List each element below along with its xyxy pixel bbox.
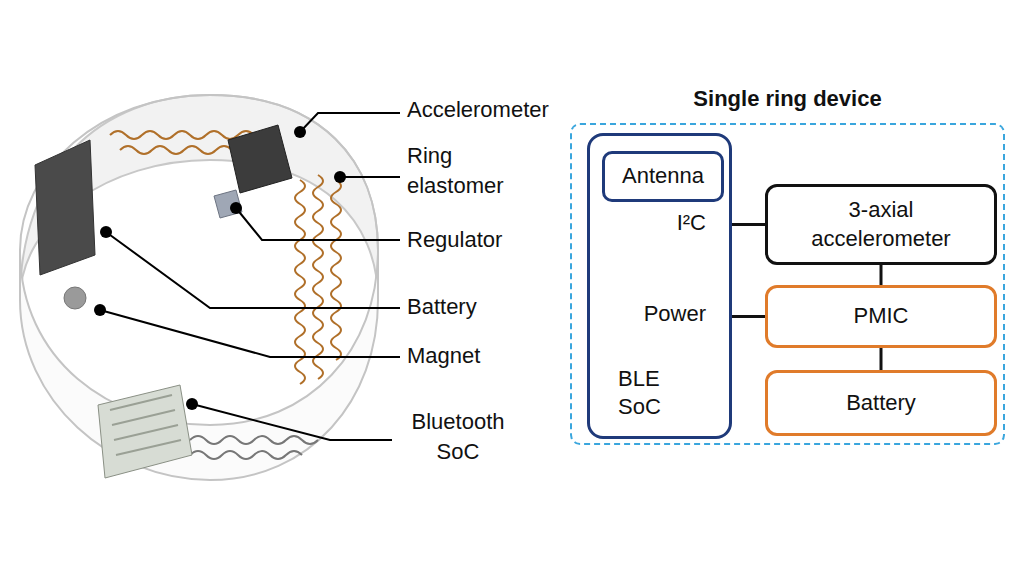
node-label: PMIC: [854, 302, 909, 331]
pmic-box: PMIC: [765, 285, 997, 348]
signal-name: Power: [620, 299, 706, 329]
node-label: Battery: [846, 389, 916, 418]
part-label: Accelerometer: [407, 95, 607, 125]
part-label: Bluetooth SoC: [398, 407, 518, 466]
node-label: BLE SoC: [618, 365, 698, 422]
connector-line: [732, 315, 765, 318]
connector-line: [880, 348, 883, 370]
connector-line: [880, 265, 883, 285]
part-label: Battery: [407, 292, 607, 322]
device-group: Single ring deviceBLE SoCAntenna3-axial …: [570, 123, 1005, 445]
battery-box: Battery: [765, 370, 997, 436]
part-label: Ring elastomer: [407, 141, 547, 200]
part-label: Magnet: [407, 341, 607, 371]
soc-box: BLE SoC Antenna: [587, 133, 732, 439]
sensor-box: 3-axial accelerometer: [765, 184, 997, 265]
node-label: Antenna: [622, 162, 704, 191]
antenna-box: Antenna: [602, 151, 724, 202]
connector-line: [732, 223, 765, 226]
group-title: Single ring device: [572, 85, 1003, 114]
part-label: Regulator: [407, 225, 607, 255]
node-label: 3-axial accelerometer: [776, 196, 986, 253]
signal-name: I²C: [640, 208, 706, 238]
